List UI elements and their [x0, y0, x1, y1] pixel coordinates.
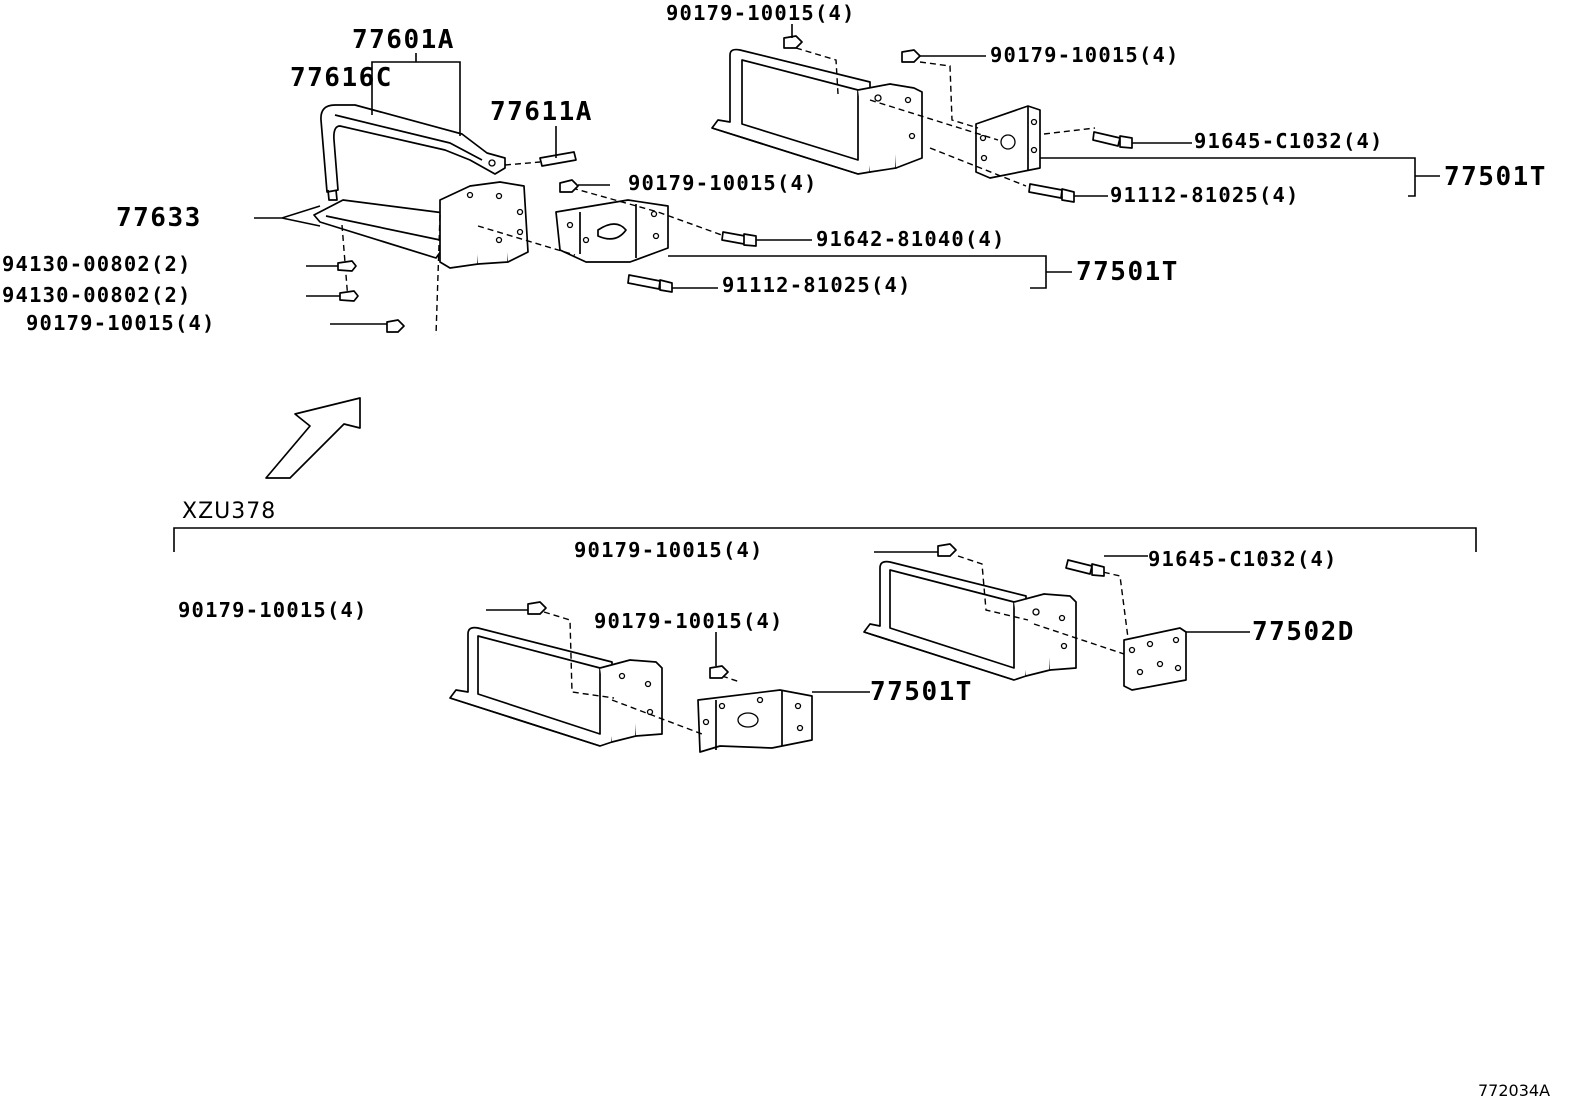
callout-nut-bottom-left: 90179-10015(4) [26, 311, 216, 335]
frame-lower-left-part [449, 626, 663, 747]
callout-bolt-c1032-top: 91645-C1032(4) [1194, 129, 1384, 153]
tray-part [313, 181, 529, 269]
figure-reference: 772034A [1478, 1081, 1550, 1099]
frame-top-right-part [711, 48, 923, 175]
callout-bolt-81040: 91642-81040(4) [816, 227, 1006, 251]
variant-label: XZU378 [182, 499, 276, 524]
callout-tray: 77633 [116, 203, 202, 233]
callout-nut-lower-mid: 90179-10015(4) [594, 609, 784, 633]
callout-bolt-81025-left: 91112-81025(4) [722, 273, 912, 297]
view-direction-arrow [265, 397, 361, 479]
callout-bolt-c1032-lower: 91645-C1032(4) [1148, 547, 1338, 571]
hardware-top-right [783, 35, 1133, 203]
bracket-lower-right-part [1123, 627, 1187, 691]
callout-nut-lower-right: 90179-10015(4) [574, 538, 764, 562]
hardware-left [337, 179, 757, 336]
leader-lines [254, 24, 1440, 693]
callout-washer-a: 94130-00802(2) [2, 252, 192, 276]
variant-bracket-line [173, 527, 1477, 552]
callout-bolt-81025-top: 91112-81025(4) [1110, 183, 1300, 207]
callout-nut-lower-left: 90179-10015(4) [178, 598, 368, 622]
pin-part [504, 151, 577, 167]
callout-washer-b: 94130-00802(2) [2, 283, 192, 307]
callout-bracket-lower-right: 77502D [1252, 617, 1355, 647]
callout-bracket-lower-left: 77501T [870, 677, 973, 707]
callout-handle: 77616C [290, 63, 393, 93]
callout-nut-top-b: 90179-10015(4) [990, 43, 1180, 67]
handle-part [320, 104, 506, 201]
bracket-lower-left-part [697, 689, 813, 753]
callout-handle-assy: 77601A [352, 25, 455, 55]
callout-bracket-left: 77501T [1076, 257, 1179, 287]
callout-pin: 77611A [490, 97, 593, 127]
bracket-top-right-part [975, 105, 1041, 179]
frame-lower-right-part [863, 560, 1077, 681]
hardware-lower [527, 543, 1129, 735]
bracket-left-part [555, 199, 669, 263]
callout-nut-top-a: 90179-10015(4) [666, 1, 856, 25]
callout-bracket-top-right: 77501T [1444, 162, 1547, 192]
callout-nut-mid: 90179-10015(4) [628, 171, 818, 195]
